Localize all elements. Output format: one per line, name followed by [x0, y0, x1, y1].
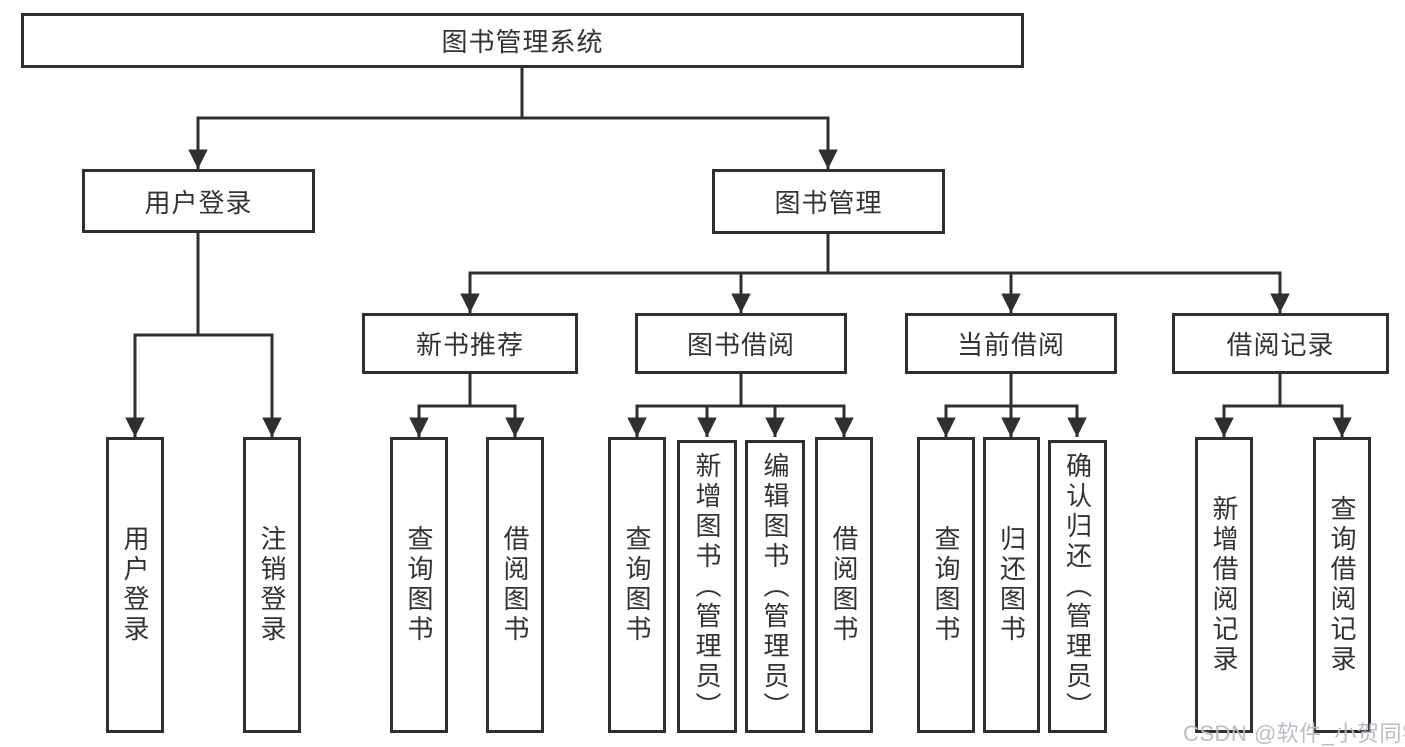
node-root-system: 图书管理系统	[21, 13, 1024, 68]
node-borrowing-records: 借阅记录	[1172, 313, 1389, 374]
leaf-borrow-books-recommend: 借阅图书	[486, 437, 544, 733]
leaf-label: 编辑图书（管理员）	[760, 451, 790, 722]
leaf-edit-books-admin: 编辑图书（管理员）	[745, 440, 805, 733]
node-book-borrowing: 图书借阅	[635, 313, 847, 374]
leaf-borrow-books-borrowing: 借阅图书	[815, 437, 873, 733]
leaf-label: 确认归还（管理员）	[1062, 451, 1093, 722]
leaf-query-books-recommend: 查询图书	[390, 437, 448, 733]
leaf-label: 查询借阅记录	[1327, 495, 1357, 675]
leaf-label: 查询图书	[622, 525, 652, 645]
leaf-confirm-return-admin: 确认归还（管理员）	[1048, 440, 1107, 733]
leaf-label: 注销登录	[257, 525, 287, 645]
leaf-label: 借阅图书	[829, 525, 859, 645]
node-user-login: 用户登录	[82, 169, 315, 233]
leaf-query-borrow-record: 查询借阅记录	[1313, 437, 1371, 733]
leaf-query-books-current: 查询图书	[917, 437, 975, 733]
leaf-label: 归还图书	[996, 525, 1027, 645]
node-current-borrowing: 当前借阅	[905, 313, 1117, 374]
node-label: 图书管理系统	[441, 27, 604, 57]
node-label: 当前借阅	[956, 330, 1065, 360]
watermark: CSDN @软件_小贺同学	[1183, 721, 1405, 746]
leaf-add-books-admin: 新增图书（管理员）	[677, 440, 737, 733]
leaf-logout-login: 注销登录	[243, 437, 301, 733]
leaf-query-books-borrowing: 查询图书	[608, 437, 666, 733]
leaf-label: 用户登录	[120, 525, 150, 645]
leaf-label: 新增图书（管理员）	[692, 451, 722, 722]
node-label: 用户登录	[144, 187, 253, 218]
leaf-user-login: 用户登录	[106, 437, 164, 733]
leaf-label: 查询图书	[931, 525, 961, 645]
leaf-label: 新增借阅记录	[1209, 495, 1239, 675]
node-label: 图书借阅	[686, 330, 795, 360]
leaf-return-books: 归还图书	[983, 437, 1040, 733]
node-label: 借阅记录	[1226, 330, 1335, 360]
node-label: 图书管理	[774, 188, 883, 218]
leaf-add-borrow-record: 新增借阅记录	[1195, 437, 1253, 733]
leaf-label: 查询图书	[404, 525, 434, 645]
node-label: 新书推荐	[415, 330, 524, 360]
node-book-management: 图书管理	[712, 169, 945, 234]
leaf-label: 借阅图书	[500, 525, 530, 645]
node-new-book-recommendation: 新书推荐	[362, 313, 578, 374]
